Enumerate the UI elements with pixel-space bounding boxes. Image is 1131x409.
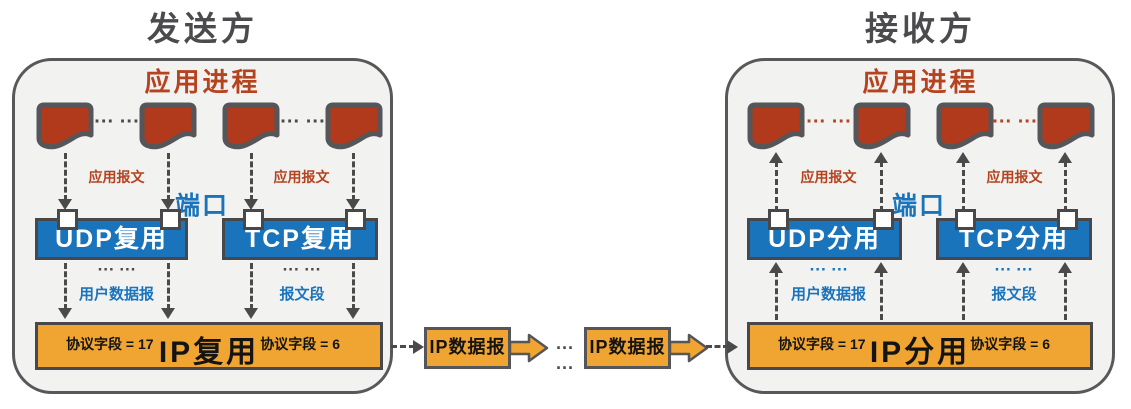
dashed-arrow-down bbox=[346, 263, 360, 319]
dashed-arrow-down bbox=[244, 153, 258, 210]
process-icon bbox=[36, 102, 94, 150]
port-icon bbox=[873, 209, 894, 230]
protocol-field-tcp: 协议字段 = 6 bbox=[970, 336, 1050, 352]
dashed-arrow-down bbox=[161, 263, 175, 319]
block-arrow-right-icon bbox=[509, 333, 549, 363]
app-message-label: 应用报文 bbox=[800, 169, 857, 185]
port-icon bbox=[768, 209, 789, 230]
udp-pdu-label: 用户数据报 bbox=[790, 286, 866, 303]
ip-datagram-label: IP数据报 bbox=[429, 337, 506, 357]
transport-dots: ··· ··· bbox=[282, 260, 322, 279]
dashed-arrow-down bbox=[346, 153, 360, 210]
process-icon bbox=[325, 102, 383, 150]
udp-pdu-label: 用户数据报 bbox=[78, 286, 154, 303]
dashed-arrow-down bbox=[161, 153, 175, 210]
app-message-label: 应用报文 bbox=[88, 169, 145, 185]
ip-multiplex-box: 协议字段 = 17 IP复用 协议字段 = 6 bbox=[35, 322, 383, 370]
block-arrow-right-icon bbox=[669, 333, 709, 363]
process-icon bbox=[853, 102, 911, 150]
dashed-arrow-down bbox=[58, 263, 72, 319]
port-icon bbox=[955, 209, 976, 230]
tcp-box-label: TCP分用 bbox=[958, 225, 1069, 253]
dashed-arrow-up bbox=[1058, 262, 1072, 320]
dashed-arrow-up bbox=[874, 152, 888, 212]
dashed-arrow-right bbox=[706, 339, 738, 354]
process-dots: ··· ··· bbox=[280, 111, 326, 133]
dashed-arrow-up bbox=[956, 262, 970, 320]
ip-datagram-label: IP数据报 bbox=[589, 337, 666, 357]
dashed-arrow-right bbox=[391, 339, 424, 354]
dashed-arrow-up bbox=[769, 152, 783, 212]
port-label: 端口 bbox=[891, 192, 946, 220]
process-dots: ··· ··· bbox=[992, 111, 1038, 133]
transport-dots: ··· ··· bbox=[809, 260, 849, 279]
protocol-field-udp: 协议字段 = 17 bbox=[778, 336, 866, 352]
process-icon bbox=[747, 102, 805, 150]
receiver-app-process-label: 应用进程 bbox=[862, 67, 979, 97]
udp-demultiplex-box: UDP分用 bbox=[747, 209, 902, 260]
dashed-arrow-up bbox=[769, 262, 783, 320]
app-message-label: 应用报文 bbox=[273, 169, 330, 185]
ip-demultiplex-box: 协议字段 = 17 IP分用 协议字段 = 6 bbox=[747, 322, 1093, 370]
receiver-title: 接收方 bbox=[865, 10, 976, 47]
ip-datagram-box: IP数据报 bbox=[584, 327, 671, 369]
dashed-arrow-up bbox=[956, 152, 970, 212]
port-icon bbox=[57, 209, 78, 230]
udp-multiplex-box: UDP复用 bbox=[35, 209, 188, 260]
dashed-arrow-up bbox=[874, 262, 888, 320]
sender-title: 发送方 bbox=[147, 10, 258, 47]
port-icon bbox=[160, 209, 181, 230]
process-icon bbox=[139, 102, 197, 150]
process-icon bbox=[936, 102, 994, 150]
dashed-arrow-up bbox=[1058, 152, 1072, 212]
tcp-multiplex-box: TCP复用 bbox=[222, 209, 378, 260]
process-dots: ··· ··· bbox=[806, 111, 852, 133]
protocol-field-tcp: 协议字段 = 6 bbox=[260, 336, 340, 352]
ip-box-label: IP分用 bbox=[869, 336, 971, 369]
sender-app-process-label: 应用进程 bbox=[144, 67, 261, 97]
protocol-field-udp: 协议字段 = 17 bbox=[66, 336, 154, 352]
process-dots: ··· ··· bbox=[94, 111, 140, 133]
process-icon bbox=[1037, 102, 1095, 150]
transport-dots: ··· ··· bbox=[97, 260, 137, 279]
tcp-pdu-label: 报文段 bbox=[279, 286, 325, 303]
dashed-arrow-down bbox=[58, 153, 72, 210]
process-icon bbox=[222, 102, 280, 150]
port-icon bbox=[345, 209, 366, 230]
link-dots: ··· ··· bbox=[556, 338, 574, 378]
app-message-label: 应用报文 bbox=[986, 169, 1043, 185]
tcp-demultiplex-box: TCP分用 bbox=[936, 209, 1092, 260]
ip-datagram-box: IP数据报 bbox=[424, 327, 511, 369]
tcp-pdu-label: 报文段 bbox=[991, 286, 1037, 303]
port-label: 端口 bbox=[174, 192, 229, 220]
port-icon bbox=[1057, 209, 1078, 230]
ip-box-label: IP复用 bbox=[158, 336, 260, 369]
transport-dots: ··· ··· bbox=[994, 260, 1034, 279]
dashed-arrow-down bbox=[244, 263, 258, 319]
port-icon bbox=[243, 209, 264, 230]
